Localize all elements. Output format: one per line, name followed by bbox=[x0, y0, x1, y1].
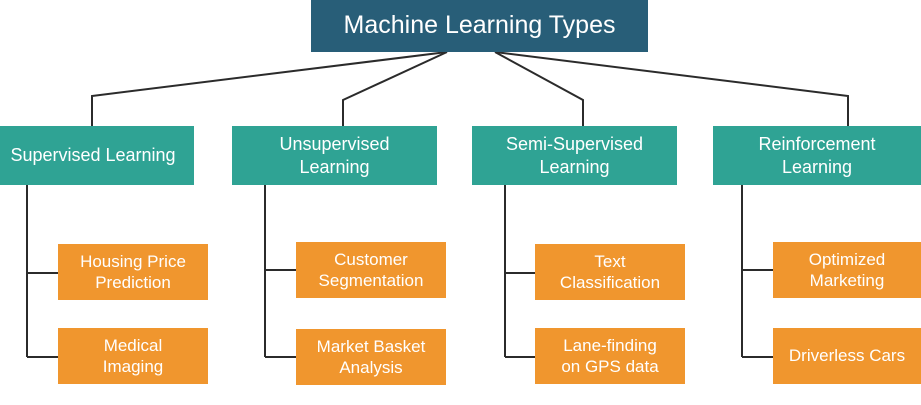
connector-root-semi-supervised bbox=[494, 51, 584, 126]
example-market-basket-analysis: Market Basket Analysis bbox=[296, 329, 446, 385]
example-housing-price-prediction: Housing Price Prediction bbox=[58, 244, 208, 300]
category-reinforcement-learning: Reinforcement Learning bbox=[713, 126, 921, 185]
category-supervised-learning: Supervised Learning bbox=[0, 126, 194, 185]
example-lane-finding-on-gps-data: Lane-finding on GPS data bbox=[535, 328, 685, 384]
example-driverless-cars: Driverless Cars bbox=[773, 328, 921, 384]
category-semi-supervised-learning: Semi-Supervised Learning bbox=[472, 126, 677, 185]
root-node: Machine Learning Types bbox=[311, 0, 648, 52]
connector-root-reinforcement bbox=[494, 51, 849, 126]
example-medical-imaging: Medical Imaging bbox=[58, 328, 208, 384]
connector-root-supervised bbox=[91, 51, 448, 126]
connector-root-unsupervised bbox=[342, 51, 448, 126]
example-text-classification: Text Classification bbox=[535, 244, 685, 300]
example-customer-segmentation: Customer Segmentation bbox=[296, 242, 446, 298]
example-optimized-marketing: Optimized Marketing bbox=[773, 242, 921, 298]
category-unsupervised-learning: Unsupervised Learning bbox=[232, 126, 437, 185]
